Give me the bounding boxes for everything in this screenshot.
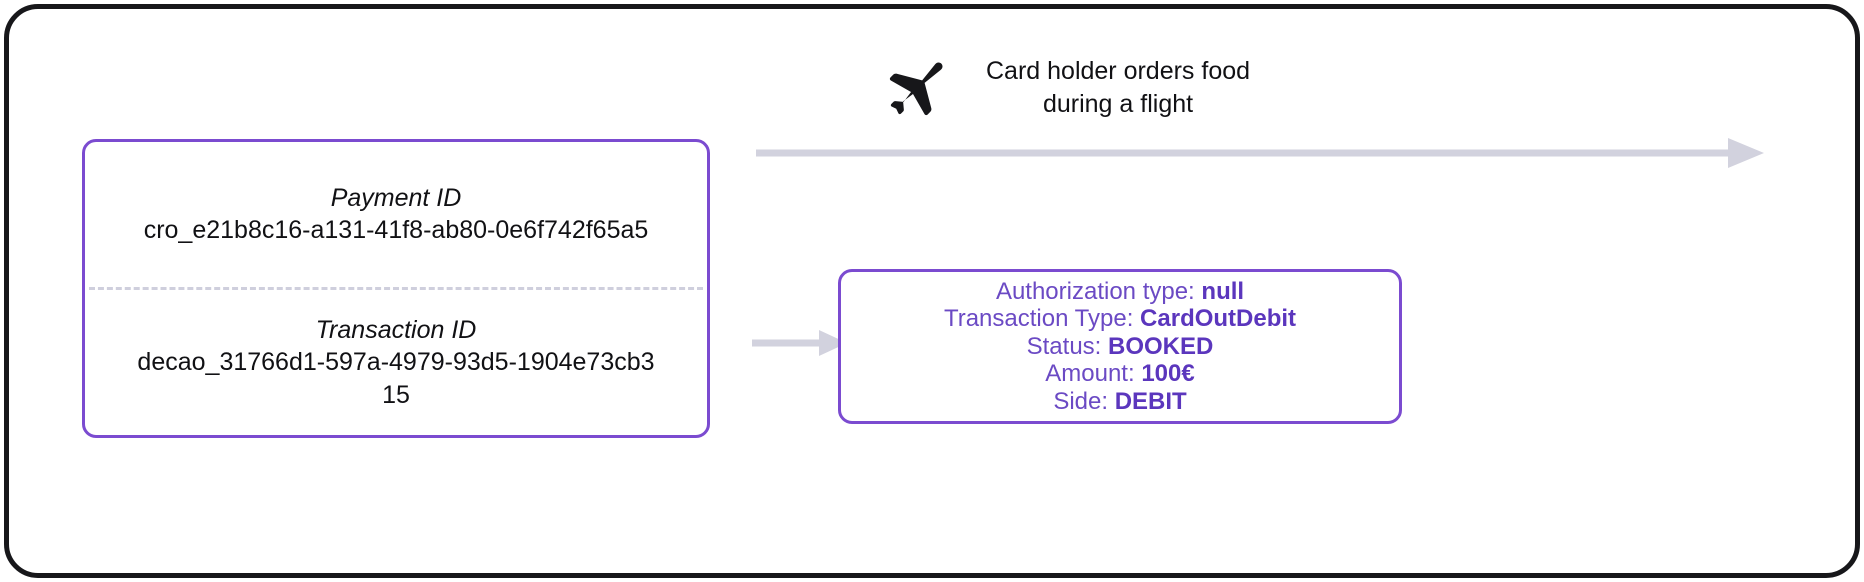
transaction-id-label: Transaction ID — [315, 316, 477, 344]
connector-arrow — [752, 330, 847, 356]
card-dashed-divider — [89, 287, 703, 290]
transaction-id-section: Transaction ID decao_31766d1-597a-4979-9… — [85, 290, 707, 435]
detail-row-authorization-type: Authorization type: null — [996, 278, 1244, 306]
transaction-detail-box: Authorization type: null Transaction Typ… — [838, 269, 1402, 424]
detail-row-side: Side: DEBIT — [1053, 388, 1186, 416]
detail-row-amount: Amount: 100€ — [1045, 360, 1194, 388]
detail-label-status: Status: — [1026, 332, 1102, 360]
detail-row-status: Status: BOOKED — [1027, 333, 1214, 361]
detail-label-amount: Amount: — [1045, 360, 1135, 388]
detail-label-authorization-type: Authorization type: — [995, 277, 1195, 305]
payment-id-label: Payment ID — [330, 184, 462, 213]
detail-value-side: DEBIT — [1114, 387, 1187, 415]
payment-id-section: Payment ID cro_e21b8c16-a131-41f8-ab80-0… — [85, 142, 707, 287]
detail-row-transaction-type: Transaction Type: CardOutDebit — [944, 305, 1296, 333]
flight-caption: Card holder orders food during a flight — [986, 57, 1251, 118]
detail-value-amount: 100€ — [1141, 360, 1195, 388]
id-card: Payment ID cro_e21b8c16-a131-41f8-ab80-0… — [82, 139, 710, 438]
airplane-icon — [889, 62, 943, 116]
flight-event-block: Card holder orders food during a flight — [880, 48, 1300, 128]
payment-id-value: cro_e21b8c16-a131-41f8-ab80-0e6f742f65a5 — [143, 216, 649, 245]
detail-value-authorization-type: null — [1201, 277, 1245, 305]
detail-label-transaction-type: Transaction Type: — [943, 305, 1134, 333]
transaction-id-value: decao_31766d1-597a-4979-93d5-1904e73cb31… — [137, 348, 655, 409]
detail-label-side: Side: — [1053, 387, 1109, 415]
detail-value-status: BOOKED — [1108, 332, 1214, 360]
timeline-arrow — [756, 138, 1764, 168]
detail-value-transaction-type: CardOutDebit — [1140, 305, 1297, 333]
